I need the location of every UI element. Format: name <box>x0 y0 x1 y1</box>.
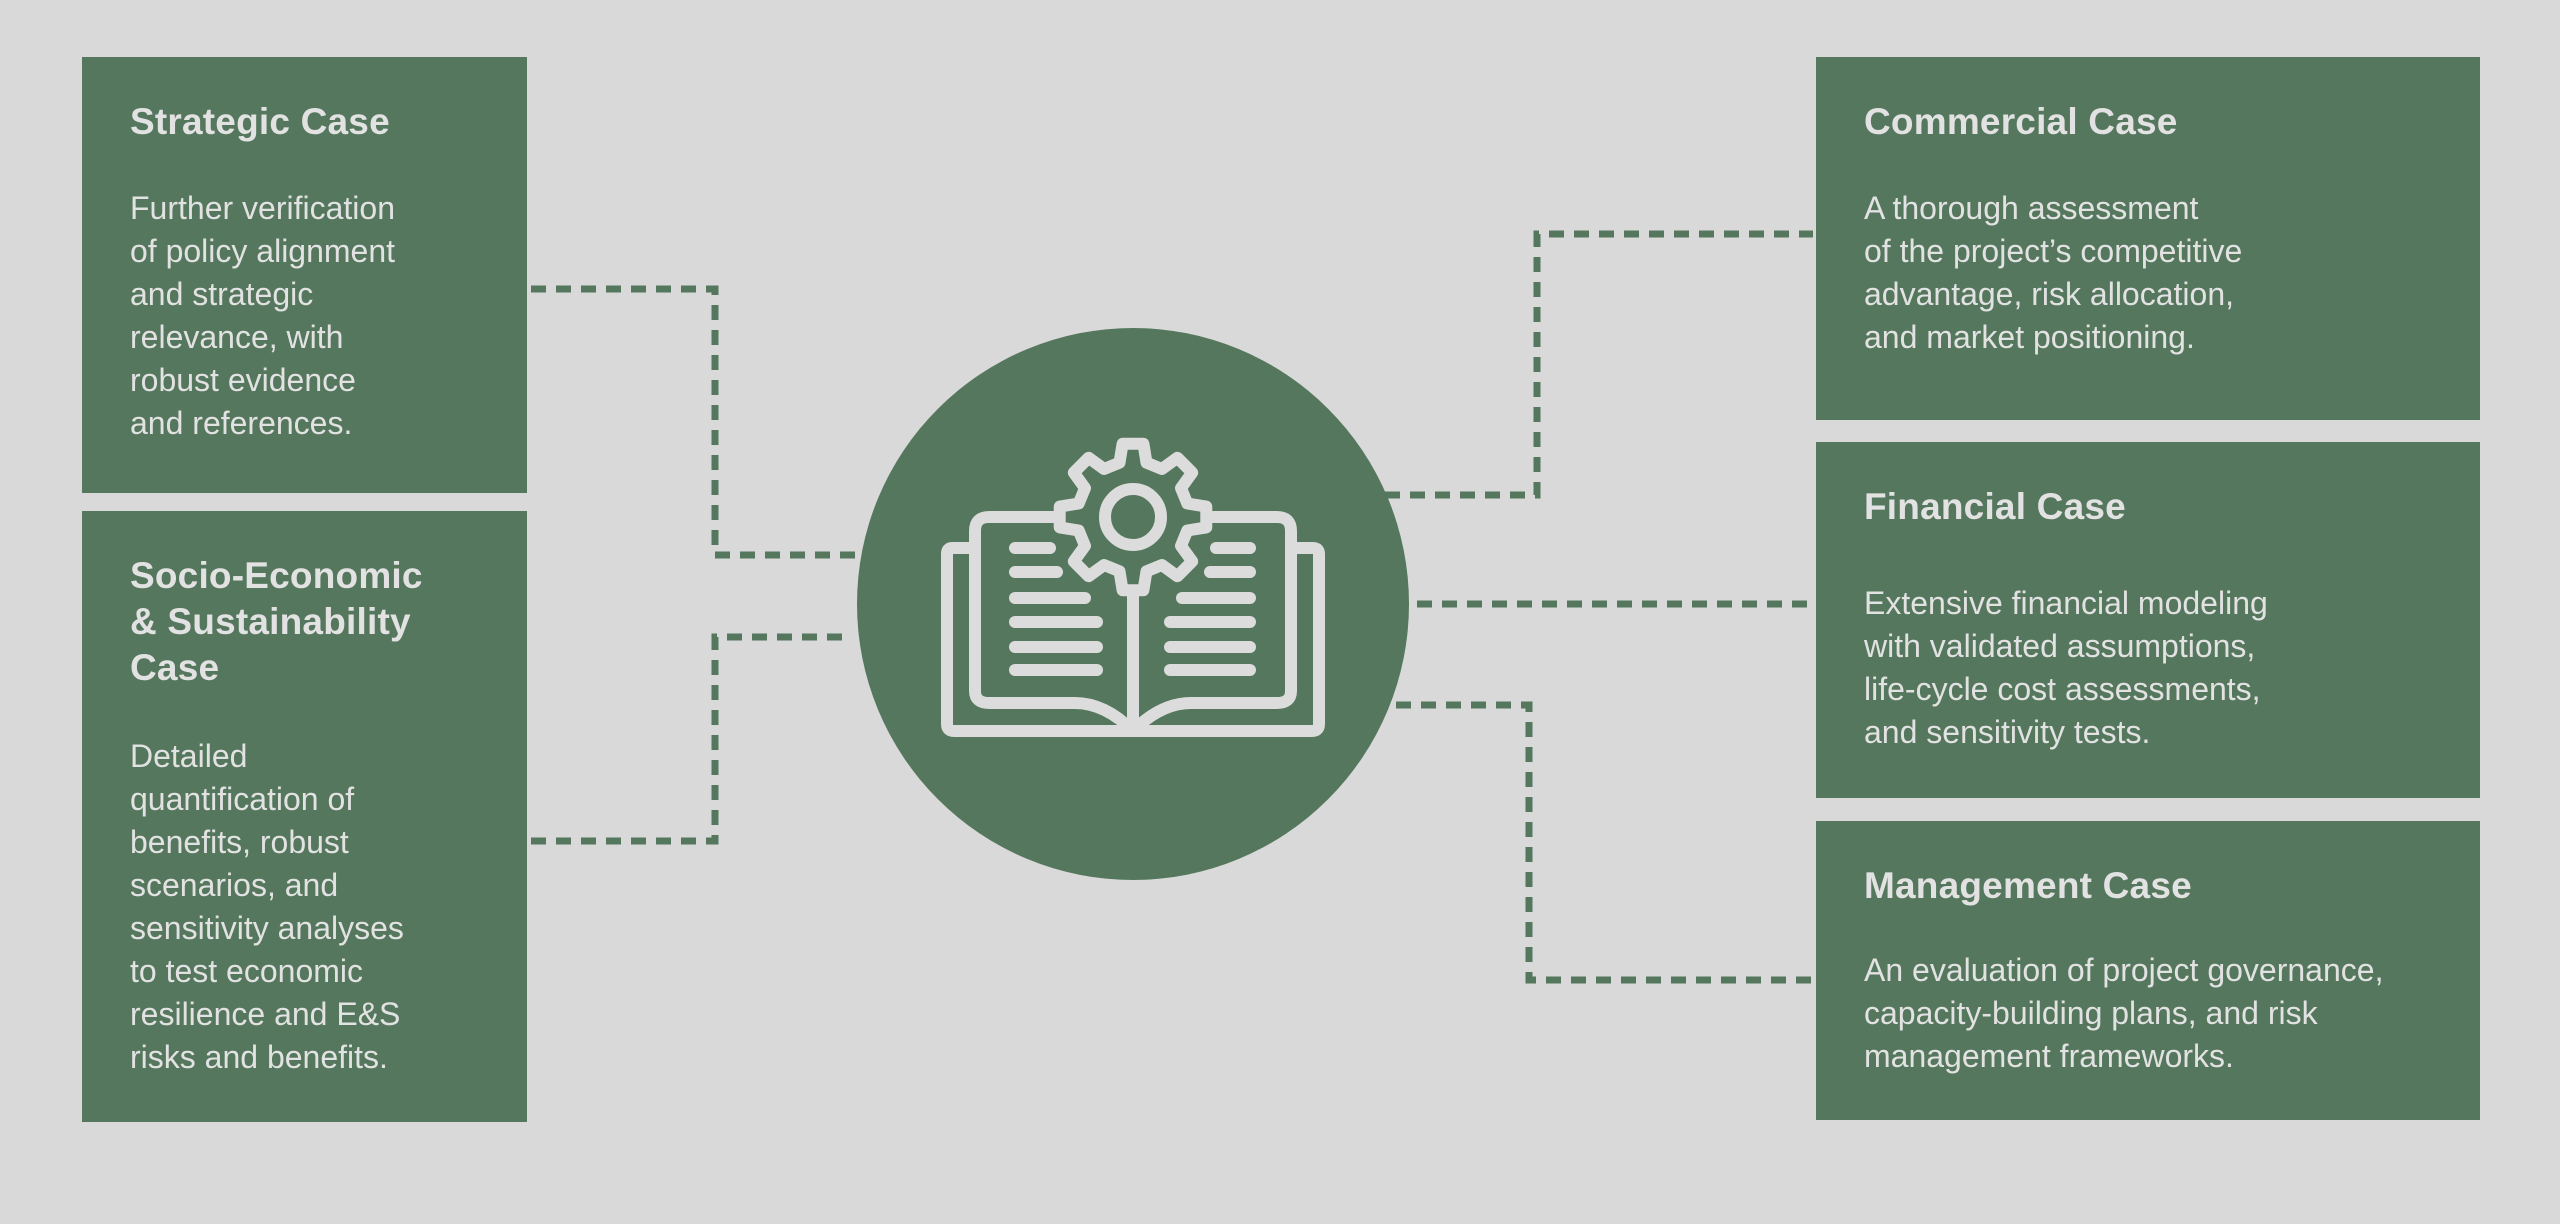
book-left-page <box>969 511 1139 737</box>
card-title: Financial Case <box>1864 486 2126 527</box>
card-title: Strategic Case <box>130 101 390 142</box>
connector-commercial <box>1385 230 1813 499</box>
connector-strategic <box>531 285 857 559</box>
card-body: A thorough assessment of the project’s c… <box>1864 190 2243 355</box>
gear-outline <box>1053 437 1213 597</box>
management-case-card: Management Case An evaluation of project… <box>1816 821 2480 1120</box>
gear-hub <box>1099 483 1167 551</box>
card-body: An evaluation of project governance, cap… <box>1864 952 2384 1074</box>
card-body: Extensive financial modeling with valida… <box>1864 585 2268 750</box>
strategic-case-card: Strategic Case Further verification of p… <box>82 57 527 493</box>
text-lines-left <box>1009 542 1103 676</box>
financial-case-card: Financial Case Extensive financial model… <box>1816 442 2480 798</box>
text-lines-right <box>1164 542 1256 676</box>
book-right-page <box>1127 511 1297 737</box>
book-gear-icon <box>941 437 1325 737</box>
socio-economic-case-card: Socio-Economic & Sustainability Case Det… <box>82 511 527 1122</box>
card-title: Commercial Case <box>1864 101 2178 142</box>
card-body: Detailed quantification of benefits, rob… <box>130 738 404 1075</box>
card-title: Management Case <box>1864 865 2192 906</box>
card-title: Socio-Economic & Sustainability Case <box>130 555 423 688</box>
commercial-case-card: Commercial Case A thorough assessment of… <box>1816 57 2480 420</box>
connector-socio <box>531 633 849 845</box>
connector-management <box>1396 701 1813 984</box>
card-body: Further verification of policy alignment… <box>130 190 396 441</box>
